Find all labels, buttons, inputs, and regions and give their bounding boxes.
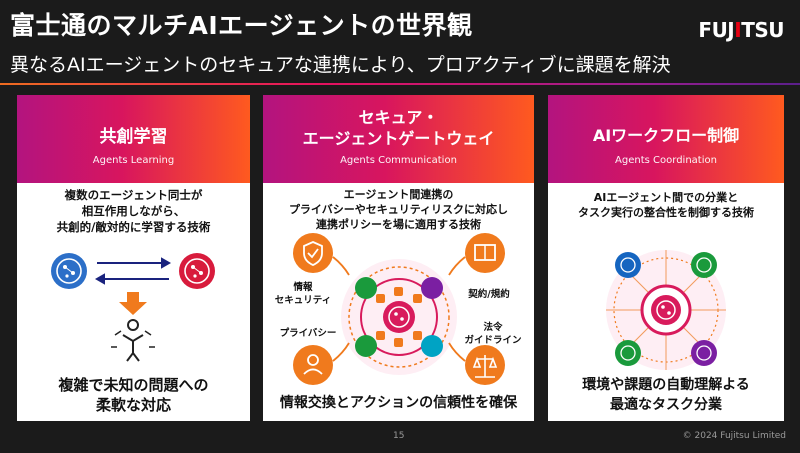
person-growth-icon [111,319,155,362]
card-agents-learning: 共創学習 Agents Learning 複数のエージェント同士が 相互作用しな… [17,95,250,421]
agent-green-icon [691,252,717,278]
connector-arrows-icon [332,256,466,362]
card-title: セキュア・ エージェントゲートウェイ [302,108,495,148]
contract-book-icon [465,233,505,273]
header-divider [0,83,800,85]
copyright: © 2024 Fujitsu Limited [682,431,786,441]
card-title: 共創学習 [99,127,168,147]
card-title: AIワークフロー制御 [592,126,740,145]
card-benefit: 環境や課題の自動理解よる 最適なタスク分業 [582,377,750,413]
shield-icon [293,233,333,273]
label-security: 情報 セキュリティ [274,282,332,306]
page-subtitle: 異なるAIエージェントのセキュアな連携により、プロアクティブに課題を解決 [10,54,671,76]
label-privacy: プライバシー [279,328,337,339]
card-description: 複数のエージェント同士が 相互作用しながら、 共創的/敵対的に学習する技術 [56,188,211,234]
ai-agent-blue-icon [51,253,87,289]
fujitsu-logo: FUJITSU [698,18,784,42]
exchange-arrows-icon [94,257,172,285]
learning-diagram [51,253,215,362]
label-law: 法令 ガイドライン [464,322,522,346]
agent-purple-icon [691,340,717,366]
agent-blue-icon [615,252,641,278]
card-agents-communication: セキュア・ エージェントゲートウェイ Agents Communication … [263,95,534,421]
lock-badges-icon [376,287,422,347]
down-arrow-icon [119,292,147,315]
card-subtitle: Agents Coordination [615,155,717,166]
card-benefit: 複雑で未知の問題への 柔軟な対応 [58,376,209,414]
card-header: 共創学習 Agents Learning [17,95,250,183]
agent-green2-icon [615,340,641,366]
privacy-person-icon [293,345,333,385]
ai-agent-red-icon [179,253,215,289]
card-benefit: 情報交換とアクションの信頼性を確保 [279,395,518,411]
card-description: AIエージェント間での分業と タスク実行の整合性を制御する技術 [578,191,754,219]
page-number: 15 [393,431,405,441]
center-ai-icon [651,295,681,325]
gateway-diagram [293,233,505,385]
card-header: セキュア・ エージェントゲートウェイ Agents Communication [263,95,534,183]
card-subtitle: Agents Communication [340,155,457,166]
card-description: エージェント間連携の プライバシーやセキュリティリスクに対応し 連携ポリシーを場… [288,188,509,231]
card-agents-coordination: AIワークフロー制御 Agents Coordination AIエージェント間… [548,95,784,421]
label-contract: 契約/規約 [468,289,510,300]
card-subtitle: Agents Learning [92,155,175,166]
law-scale-icon [465,345,505,385]
page-title: 富士通のマルチAIエージェントの世界観 [10,11,473,40]
coordination-diagram [606,250,726,370]
center-ai-icon [383,301,415,333]
card-header: AIワークフロー制御 Agents Coordination [548,95,784,183]
